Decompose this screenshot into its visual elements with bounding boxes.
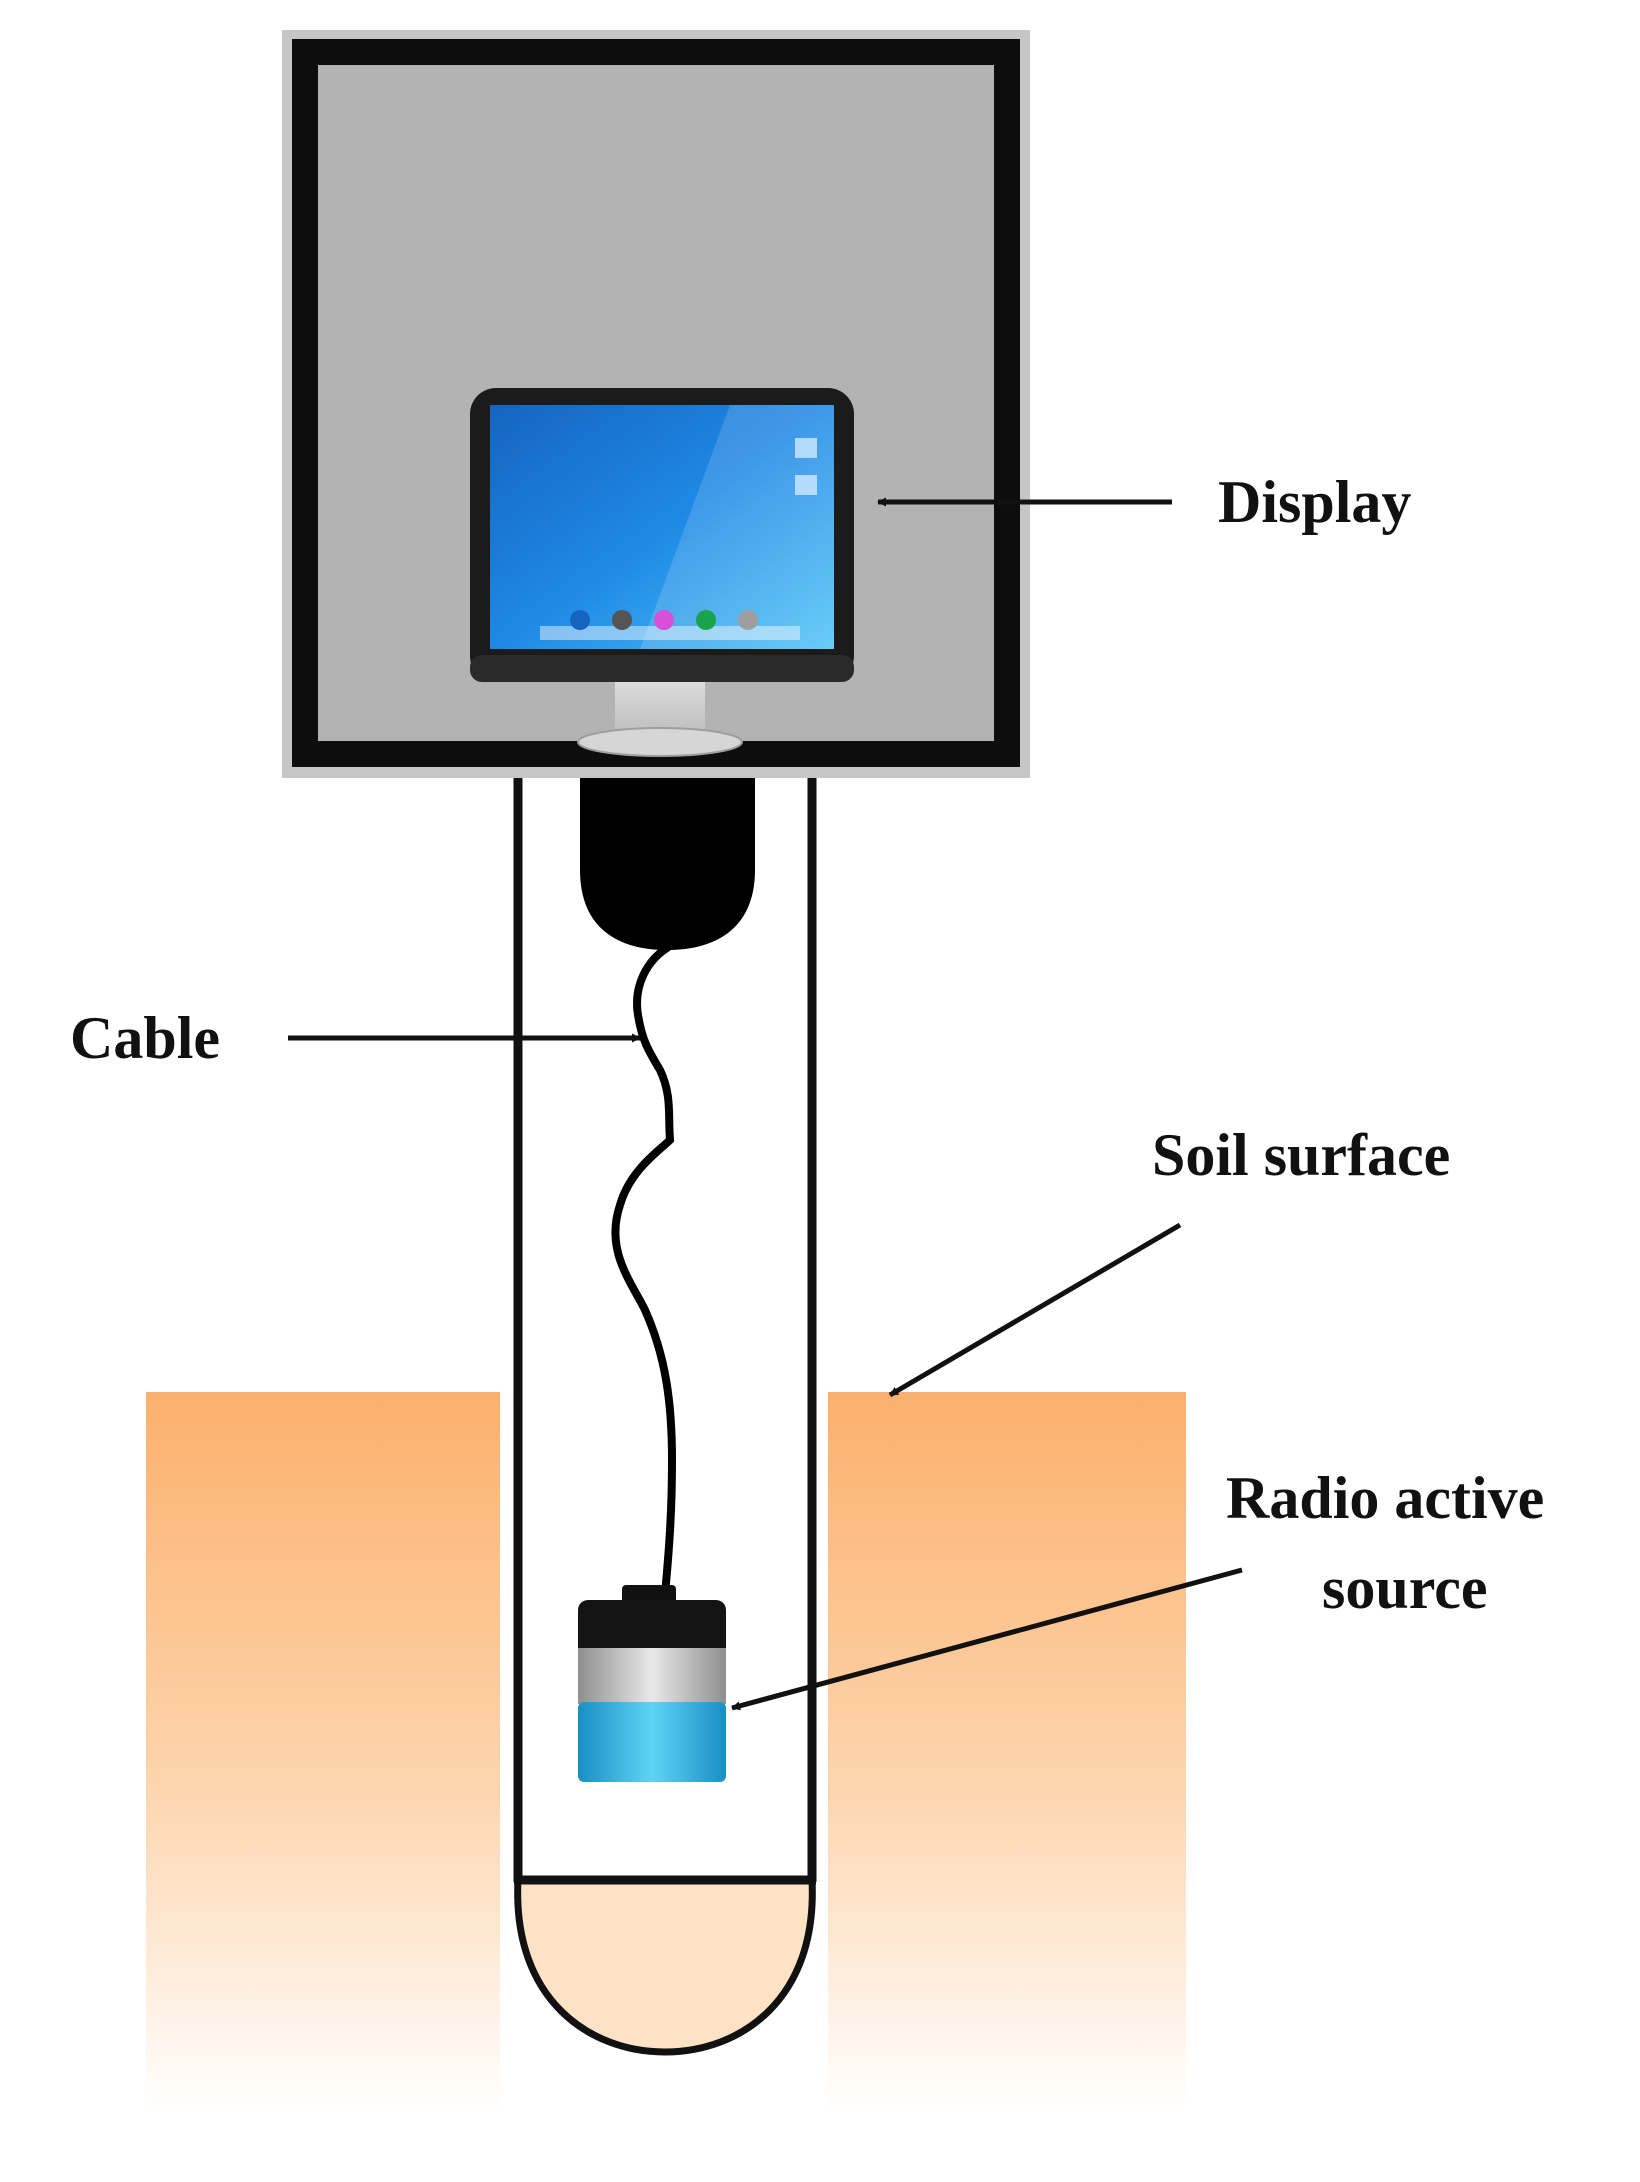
monitor-desktop-icon-2 [795, 475, 817, 495]
monitor-stand-neck [615, 675, 705, 735]
monitor-screen-glare [640, 405, 834, 649]
monitor-screen [490, 405, 834, 649]
display-label: Display [1218, 469, 1411, 535]
access-tube [513, 775, 817, 2056]
soil [146, 1392, 1186, 2112]
source-arrow [731, 1567, 1243, 1711]
soil-block-right [828, 1392, 1186, 2112]
soil-block-left [146, 1392, 500, 2112]
desktop-monitor-icon [470, 388, 854, 757]
source-label-line1: Radio active [1226, 1465, 1544, 1531]
probe-cap [578, 1600, 726, 1660]
radioactive-source-probe-icon [578, 1585, 726, 1782]
probe-cable [611, 944, 677, 1599]
soil-surface-label: Soil surface [1152, 1122, 1450, 1188]
soil-surface-arrow [888, 1222, 1182, 1398]
monitor-desktop-icon-1 [795, 438, 817, 458]
source-label-line2: source [1322, 1555, 1488, 1621]
soil-hole-bottom [518, 1880, 812, 2050]
cable-label: Cable [70, 1005, 220, 1071]
labels: Display Cable Soil surface Radio active … [70, 469, 1544, 1621]
callout-arrows [288, 497, 1243, 1711]
monitor-chin [470, 655, 854, 682]
probe-gray-band [578, 1648, 726, 1704]
display-housing [282, 30, 1030, 778]
probe-connector [580, 778, 755, 950]
probe-blue-body [578, 1702, 726, 1782]
monitor-stand-base [577, 727, 743, 757]
monitor-dock [540, 610, 800, 640]
tube-rounded-end [514, 1879, 816, 2056]
